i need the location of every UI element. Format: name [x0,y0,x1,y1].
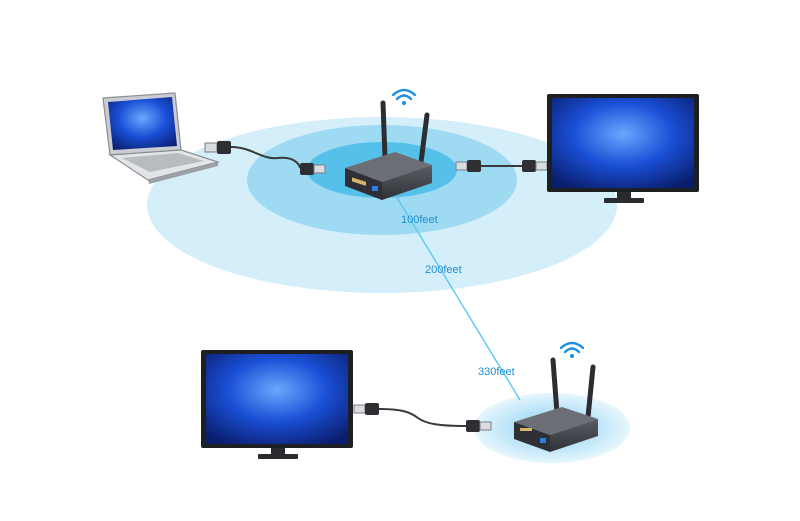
laptop [102,92,221,184]
laptop-screen [108,97,177,150]
monitor-right-screen [552,98,694,188]
antenna-icon [585,364,596,420]
usb-plug-icon [353,403,379,415]
wifi-icon [391,88,417,105]
wifi-icon [559,341,585,358]
transmitter-output-cable [455,160,548,172]
range-label-mid: 200feet [425,264,462,276]
usb-plug-icon [204,141,231,154]
range-label-far: 330feet [478,366,515,378]
receiver-output-cable [353,403,492,432]
laptop-cable [204,141,326,175]
monitor-bottom [201,350,353,459]
monitor-right [547,94,699,203]
range-label-near: 100feet [401,214,438,226]
transmitter [345,100,432,200]
receiver [514,357,598,452]
antenna-icon [380,100,388,161]
antenna-icon [418,112,430,165]
monitor-bottom-screen [206,354,348,444]
usb-plug-icon [300,163,326,175]
usb-plug-icon [455,160,481,172]
usb-plug-icon [522,160,548,172]
antenna-icon [550,357,560,416]
range-line [395,195,521,401]
usb-plug-icon [466,420,492,432]
